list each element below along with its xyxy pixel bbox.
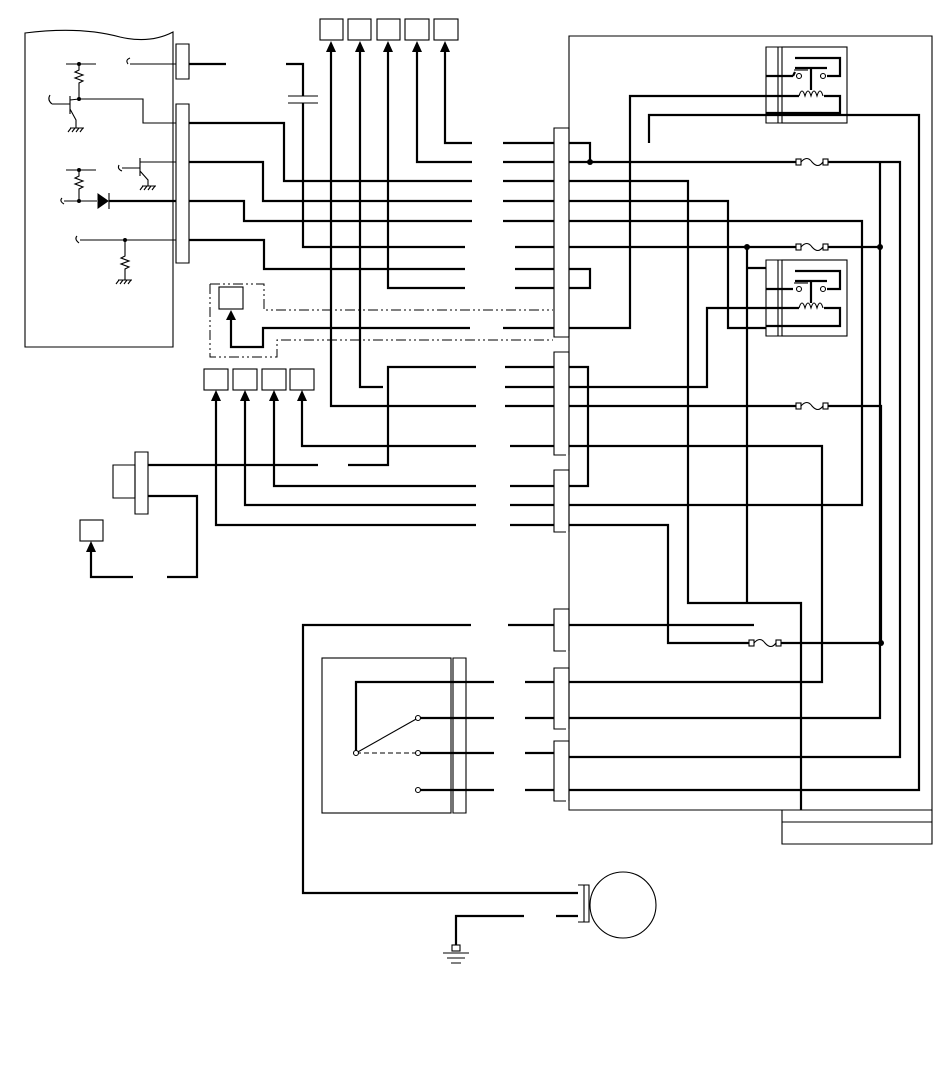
connector-stub-wires [301, 141, 578, 895]
top-terminals [319, 18, 459, 52]
sensor-terminal [218, 286, 244, 310]
relay-1 [765, 46, 848, 124]
control-circuit-lower [75, 235, 176, 285]
fuse-4 [748, 638, 782, 648]
control-module-outline [24, 29, 174, 348]
junction-connectors [553, 127, 570, 802]
switch-connector [112, 451, 318, 579]
terminal-lower-4 [289, 368, 315, 391]
lower-terminals [203, 368, 476, 527]
module-connector-main [175, 103, 190, 264]
junction-block-outline [568, 35, 933, 811]
terminal-top-3 [376, 18, 401, 41]
fuses [748, 157, 829, 648]
module-wires [189, 121, 472, 271]
terminal-lower-2 [232, 368, 258, 391]
motor-circle [589, 871, 657, 939]
terminal-lower-1 [203, 368, 229, 391]
wire-crossover [348, 365, 476, 467]
terminal-top-4 [404, 18, 430, 41]
control-module [24, 29, 176, 348]
capacitor [286, 62, 465, 249]
junction-block-label-tab [781, 810, 933, 845]
junction-internal-wiring [569, 94, 921, 810]
fuse-1 [795, 157, 829, 167]
selector-switch [321, 657, 554, 814]
sensor-dashed-box [209, 283, 553, 358]
diode-led [97, 193, 176, 209]
control-circuit-upper [48, 57, 176, 133]
switch-terminal [79, 519, 133, 579]
control-circuit-middle [60, 158, 176, 205]
fuse-2 [795, 242, 829, 252]
terminal-top-1 [319, 18, 344, 41]
terminal-top-5 [433, 18, 459, 41]
terminal-lower-3 [261, 368, 287, 391]
selector-switch-outline [321, 657, 452, 814]
ground [443, 914, 524, 964]
fuse-3 [795, 401, 829, 411]
junction-block [568, 35, 933, 845]
module-connector-top [175, 43, 226, 80]
motor [556, 871, 657, 939]
top-terminal-wires [329, 52, 476, 408]
terminal-top-2 [347, 18, 372, 41]
relay-2 [765, 259, 848, 337]
